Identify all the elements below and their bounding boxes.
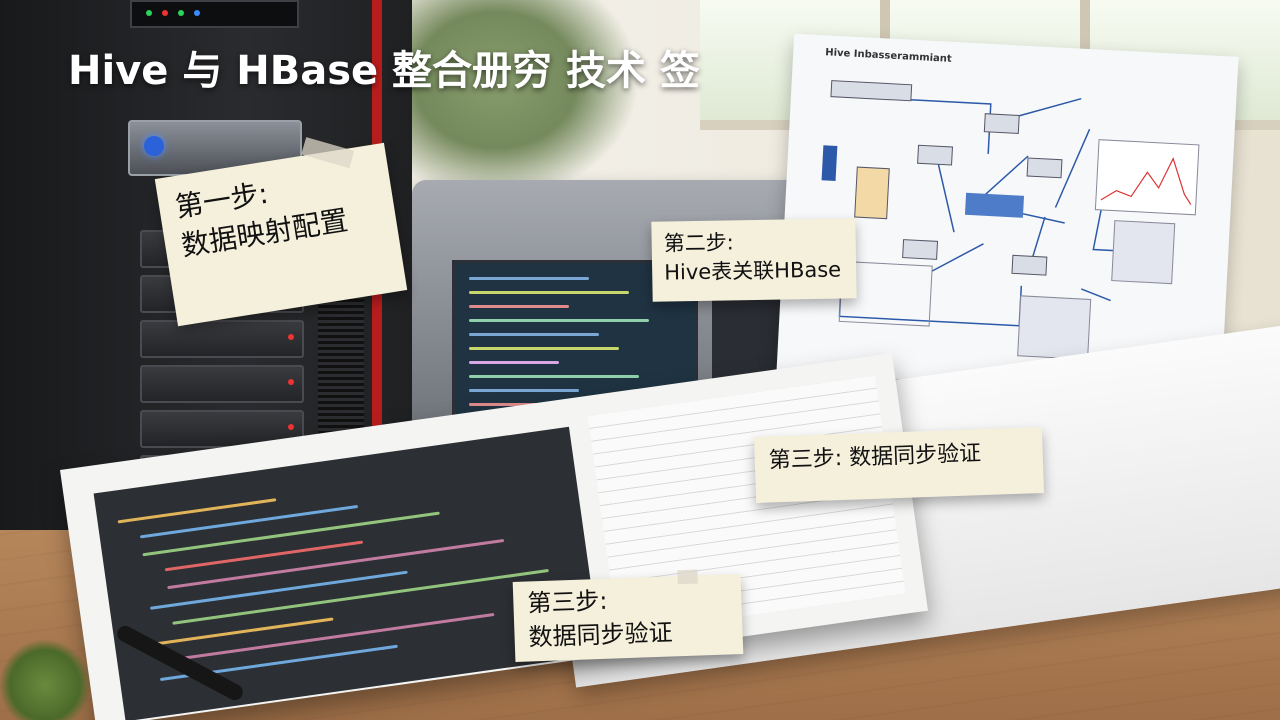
diagram-line-series <box>1100 156 1192 205</box>
note-step-text: 第三步: 数据同步验证 <box>768 441 982 474</box>
code-line <box>139 504 359 539</box>
drive-bay <box>140 320 304 358</box>
diagram-line-chart <box>1094 139 1200 216</box>
code-line <box>469 277 589 280</box>
note-step-label: 第二步: <box>663 230 734 256</box>
sticky-note-step-2: 第二步: Hive表关联HBase <box>651 218 857 302</box>
sticky-note-step-3-book: 第三步: 数据同步验证 <box>512 569 744 662</box>
background-plant <box>400 0 640 200</box>
diagram-node <box>983 113 1020 134</box>
diagram-node <box>1026 157 1063 179</box>
status-led <box>162 10 168 16</box>
code-line <box>469 375 639 378</box>
status-light-panel <box>130 0 299 28</box>
drive-led <box>288 334 294 340</box>
diagram-table <box>1017 295 1092 360</box>
note-step-text: Hive表关联HBase <box>664 257 842 285</box>
drive-led <box>288 424 294 430</box>
code-line <box>469 291 629 294</box>
code-line <box>469 389 579 392</box>
status-led <box>194 10 200 16</box>
diagram-hub-node <box>964 192 1025 218</box>
diagram-node <box>917 144 954 166</box>
diagram-table <box>854 166 890 220</box>
code-line <box>469 333 599 336</box>
code-line <box>469 305 569 308</box>
diagram-bar <box>821 145 838 181</box>
status-led <box>146 10 152 16</box>
diagram-node <box>1011 254 1048 276</box>
status-led <box>178 10 184 16</box>
code-line <box>149 570 408 610</box>
sticky-note-step-3-clipboard: 第三步: 数据同步验证 <box>753 426 1045 504</box>
tape <box>677 569 698 585</box>
foreground-leaf <box>0 640 90 720</box>
diagram-table <box>830 80 913 102</box>
code-line <box>469 319 649 322</box>
drive-bay <box>140 365 304 403</box>
diagram-table <box>1111 220 1176 285</box>
code-line <box>469 361 559 364</box>
drive-led <box>288 379 294 385</box>
power-button-icon <box>144 136 164 156</box>
headline-title: Hive 与 HBase 整合册穷 技术 签 <box>68 48 700 94</box>
code-line <box>469 347 619 350</box>
diagram-node <box>902 239 939 260</box>
note-step-text: 数据同步验证 <box>528 618 674 652</box>
